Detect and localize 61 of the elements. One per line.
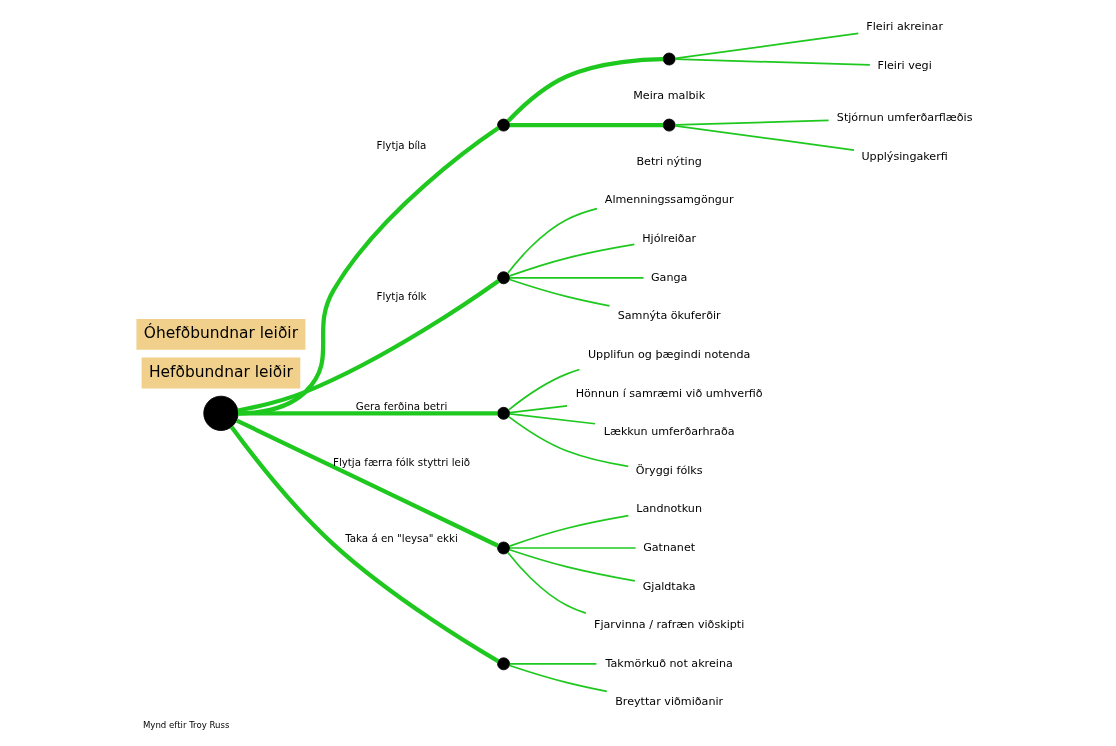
node-circle [662,118,676,132]
node-text: Hjólreiðar [641,232,696,246]
label: Óhefðbundnar leiðir [143,324,298,343]
edge-label: Gera ferðina betri [355,400,447,413]
connector [508,404,568,414]
node-text: Landnotkun [635,502,702,516]
connector [509,122,663,128]
node-text: Öryggi fólks [635,463,703,477]
node-text: Gjaldtaka [642,579,696,593]
node-circle [496,406,510,420]
edge-label: Flytja fólk [376,289,427,302]
connector [508,662,597,665]
node-text: Fjarvinna / rafræn viðskipti [593,618,744,632]
edge-label: Flytja færra fólk styttri leið [332,456,470,469]
node-text: Ganga [650,270,687,284]
connector [507,415,629,468]
connector [508,547,636,549]
node-text: Lækkun umferðarhraða [603,425,735,439]
node-text: Breyttar viðmiðanir [614,695,723,709]
node-text: Almenningssamgöngur [604,193,734,207]
node-label: Meira malbik [632,88,705,102]
connector [507,368,580,411]
connector [235,418,499,548]
node-circle [496,271,510,285]
caption: Mynd eftir Troy Russ [142,720,229,731]
connector [229,425,499,663]
node-text: Gatnanet [642,540,695,554]
connector [506,551,587,614]
connector [674,32,859,60]
connector [508,278,610,307]
connector [237,411,497,416]
node-text: Upplýsingakerfi [860,149,948,163]
node-circle [662,52,676,66]
connector [674,124,855,151]
connector [508,243,635,277]
node-text: Stjórnun umferðarflæðis [836,111,972,125]
node-label: Betri nýting [635,154,702,168]
node-text: Hönnun í samræmi við umhverfið [575,386,763,400]
node-text: Samnýta ökuferðir [617,309,721,323]
edge-label: Taka á en "leysa" ekki [344,531,458,544]
edge-label: Flytja bíla [376,138,426,151]
node-circle [496,657,510,671]
connector [506,56,663,123]
node-text: Fleiri akreinar [865,20,943,34]
connector [237,279,500,413]
connector [508,514,629,547]
node-circle [202,395,238,431]
node-text: Upplifun og þægindi notenda [587,347,750,361]
connector [674,58,871,66]
connector [506,207,598,275]
connector [508,548,636,582]
node-circle [496,541,510,555]
node-text: Fleiri vegi [877,58,932,72]
connector [237,126,499,416]
connector [508,276,644,279]
connector [508,413,596,425]
connector [674,119,829,126]
node-text: Takmörkuð not akreina [605,656,733,670]
node-circle [496,118,510,132]
label: Hefðbundnar leiðir [148,362,293,381]
connector [508,664,608,693]
